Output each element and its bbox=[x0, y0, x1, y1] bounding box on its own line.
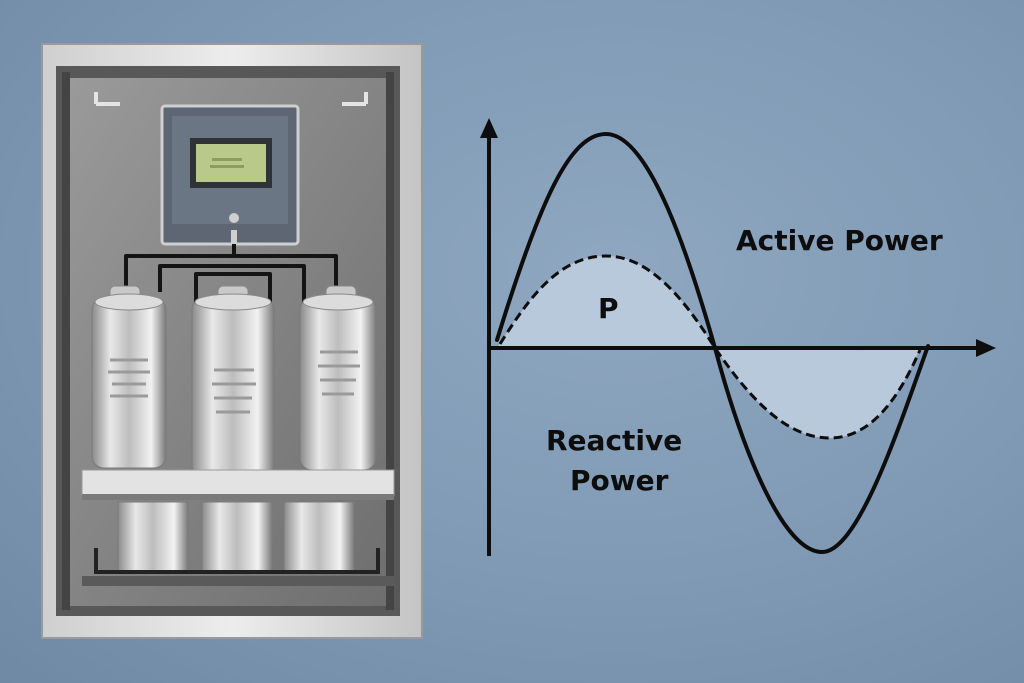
mounting-bracket-right bbox=[342, 92, 368, 106]
label-p: P bbox=[598, 292, 619, 325]
controller-display bbox=[196, 144, 266, 182]
capacitor-2 bbox=[191, 285, 275, 479]
x-axis-arrow bbox=[976, 339, 996, 357]
label-reactive-power-line2: Power bbox=[570, 464, 669, 497]
power-curve bbox=[498, 254, 922, 440]
label-reactive-power-line1: Reactive bbox=[546, 424, 682, 457]
negative-power-area bbox=[715, 348, 920, 438]
y-axis-arrow bbox=[480, 118, 498, 138]
power-waveform-diagram: P Active Power Reactive Power bbox=[480, 118, 996, 556]
label-active-power: Active Power bbox=[736, 224, 943, 257]
lower-capacitor-3 bbox=[283, 501, 355, 575]
capacitor-1 bbox=[91, 285, 167, 469]
capacitor-3 bbox=[299, 285, 377, 471]
power-factor-controller bbox=[160, 104, 300, 246]
controller-knob bbox=[229, 213, 239, 223]
wiring bbox=[124, 244, 338, 306]
cabinet-shelf bbox=[81, 469, 395, 497]
active-power-area bbox=[497, 256, 715, 348]
lower-busbar bbox=[94, 548, 380, 574]
lower-capacitor-2 bbox=[201, 501, 273, 575]
capacitor-bank-cabinet bbox=[41, 43, 423, 639]
lower-capacitor-1 bbox=[117, 501, 189, 575]
mounting-bracket-left bbox=[94, 92, 120, 106]
